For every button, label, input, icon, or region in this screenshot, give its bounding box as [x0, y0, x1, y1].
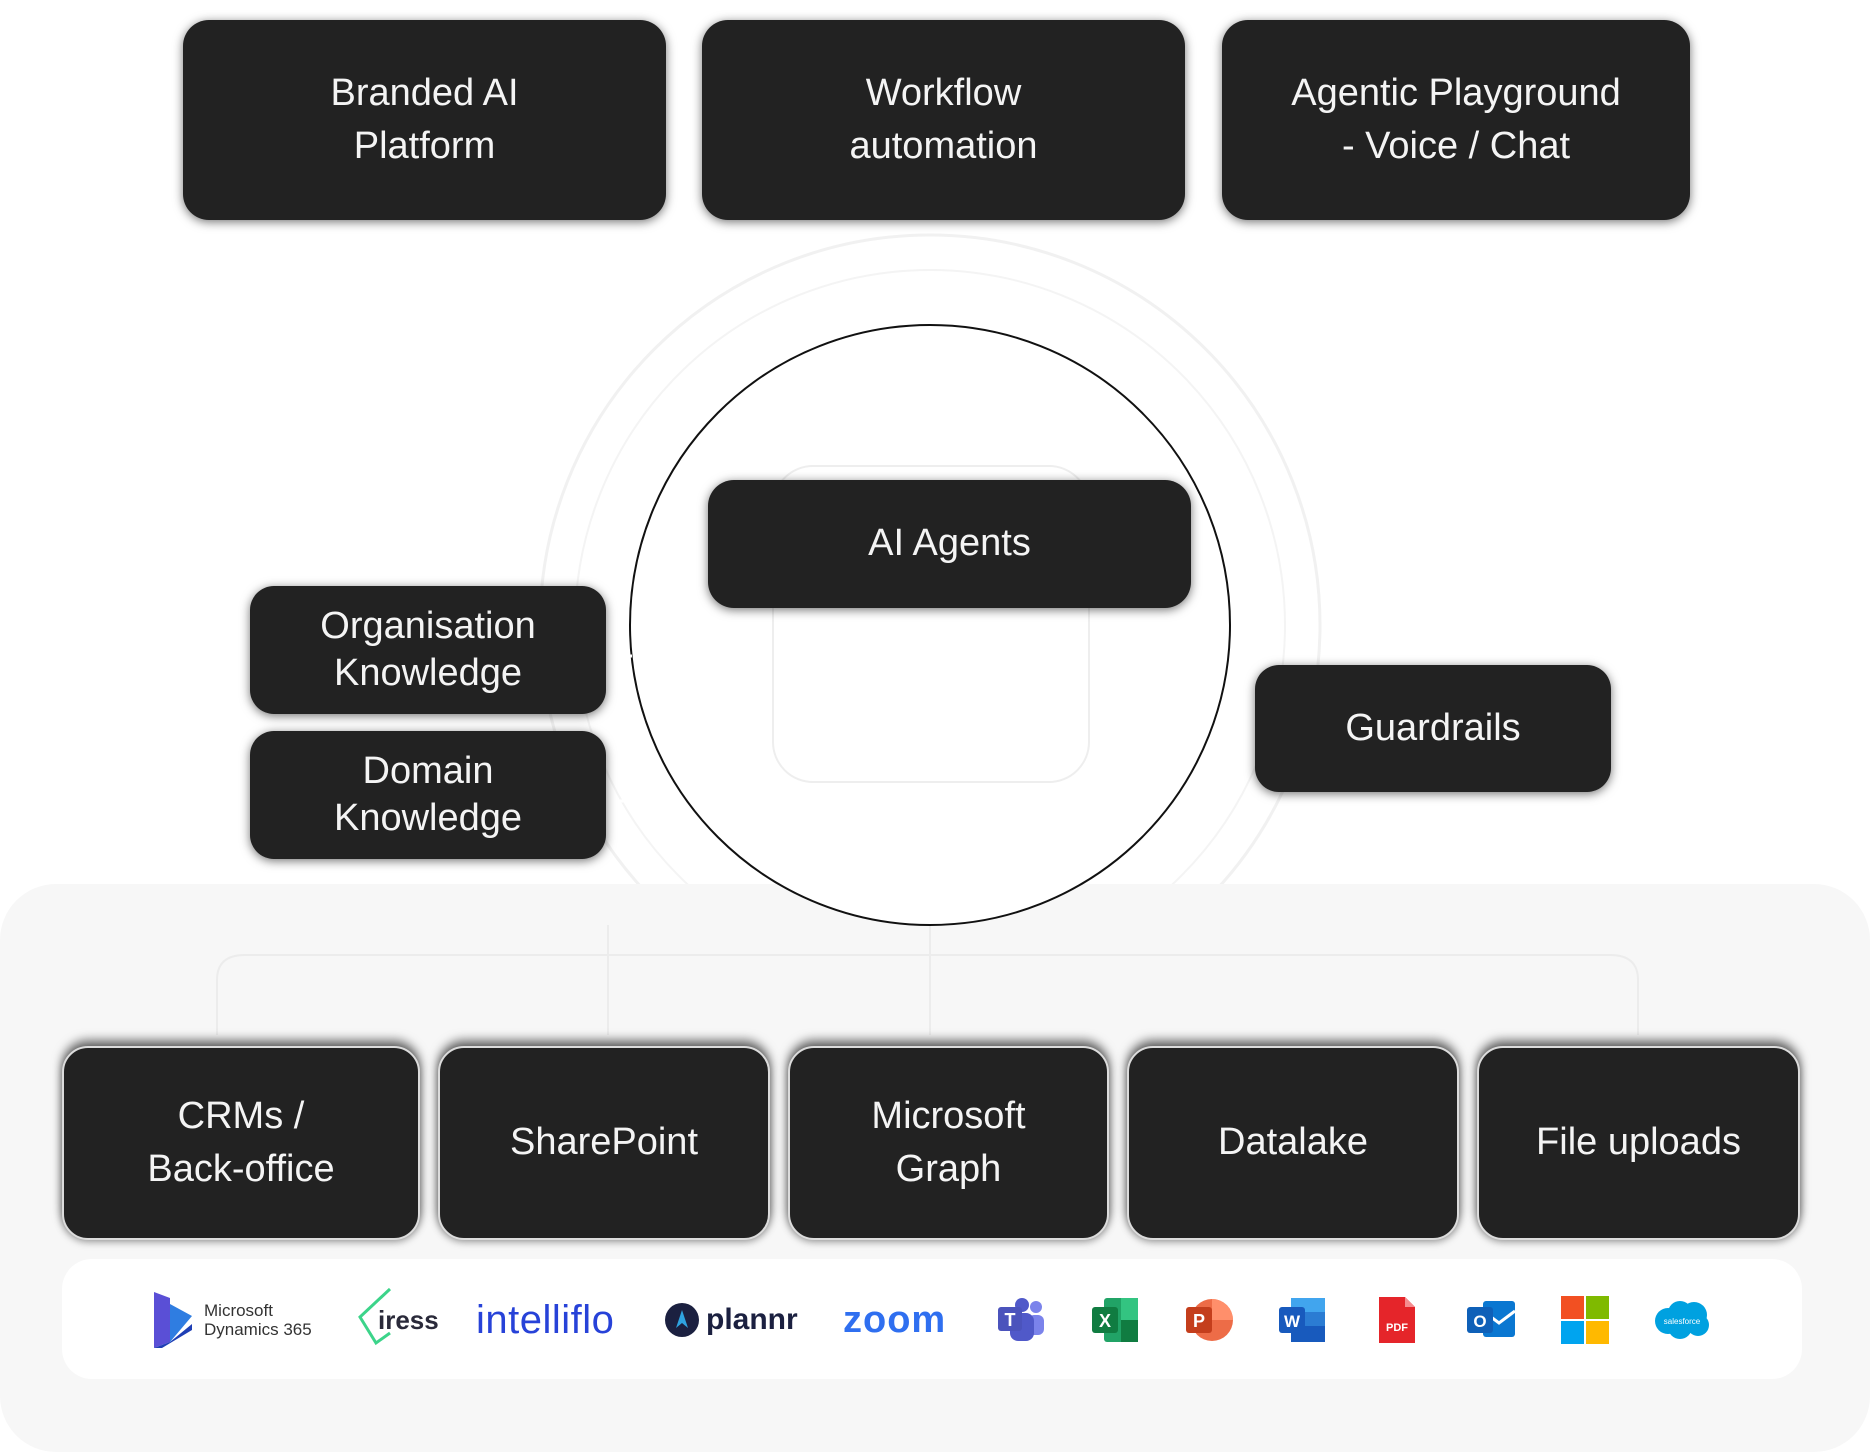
file-uploads-box: File uploads — [1477, 1046, 1800, 1240]
powerpoint-icon: P — [1186, 1299, 1233, 1341]
dynamics-365-logo: Microsoft Dynamics 365 — [150, 1285, 312, 1355]
pdf-logo: PDF — [1377, 1285, 1417, 1355]
iress-text: iress — [378, 1304, 439, 1335]
word-logo: W — [1277, 1285, 1327, 1355]
ai-agents-box: AI Agents — [708, 480, 1191, 608]
microsoft-windows-icon — [1561, 1296, 1609, 1344]
teams-letter: T — [1005, 1310, 1016, 1330]
outlook-icon: O — [1467, 1301, 1516, 1337]
crms-back-office-box: CRMs /Back-office — [62, 1046, 420, 1240]
salesforce-cloud-icon: salesforce — [1655, 1301, 1709, 1339]
dynamics-line2: Dynamics 365 — [204, 1320, 312, 1339]
intelliflo-logo: intelliflo — [476, 1285, 614, 1355]
teams-icon: T — [998, 1298, 1044, 1341]
pdf-label: PDF — [1386, 1322, 1408, 1334]
agentic-playground-box: Agentic Playground- Voice / Chat — [1222, 20, 1690, 220]
iress-icon — [358, 1287, 392, 1346]
microsoft-logo — [1560, 1285, 1610, 1355]
word-letter: W — [1284, 1312, 1301, 1331]
excel-icon: X — [1092, 1298, 1138, 1342]
dynamics-icon — [154, 1292, 192, 1348]
excel-logo: X — [1090, 1285, 1140, 1355]
excel-letter: X — [1099, 1311, 1111, 1331]
outlook-logo: O — [1465, 1285, 1517, 1355]
zoom-text: zoom — [843, 1298, 947, 1341]
salesforce-logo: salesforce — [1652, 1285, 1712, 1355]
iress-logo: iress — [356, 1285, 439, 1355]
powerpoint-logo: P — [1184, 1285, 1234, 1355]
plannr-logo: plannr — [664, 1285, 798, 1355]
dynamics-line1: Microsoft — [204, 1301, 273, 1320]
zoom-logo: zoom — [843, 1285, 946, 1355]
sharepoint-box: SharePoint — [438, 1046, 770, 1240]
powerpoint-letter: P — [1193, 1311, 1205, 1331]
plannr-text: plannr — [706, 1303, 798, 1336]
word-icon: W — [1279, 1298, 1325, 1342]
guardrails-box: Guardrails — [1255, 665, 1611, 792]
pdf-icon: PDF — [1379, 1297, 1415, 1343]
outlook-letter: O — [1473, 1312, 1486, 1331]
plannr-icon — [665, 1303, 699, 1337]
intelliflo-text: intelliflo — [476, 1297, 615, 1342]
datalake-box: Datalake — [1127, 1046, 1459, 1240]
salesforce-text: salesforce — [1664, 1317, 1701, 1326]
teams-logo: T — [996, 1285, 1046, 1355]
